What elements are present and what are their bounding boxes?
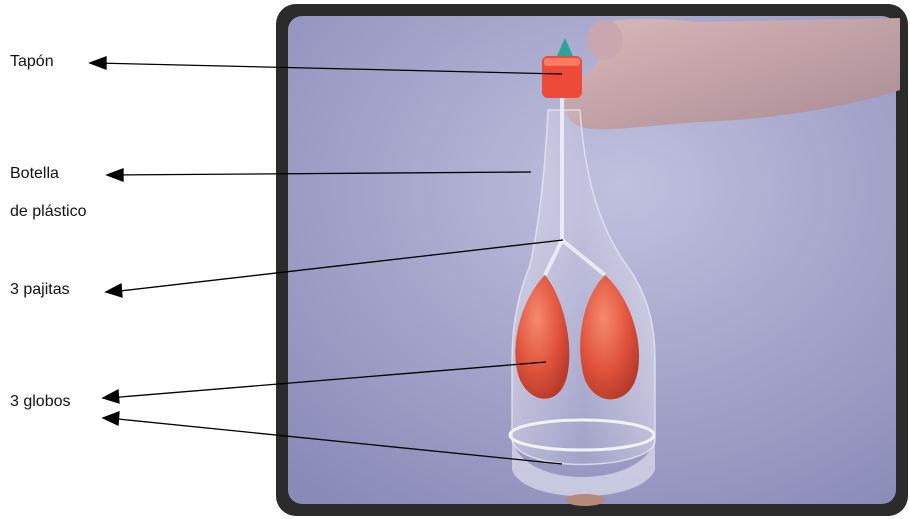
label-tapon: Tapón — [10, 52, 54, 72]
thumb — [587, 20, 623, 60]
label-botella-line2: de plástico — [10, 202, 87, 222]
label-pajitas: 3 pajitas — [10, 280, 70, 300]
label-globos: 3 globos — [10, 392, 71, 412]
arrowhead-pajitas — [106, 284, 122, 297]
cap-highlight — [544, 58, 580, 66]
pull-knot — [565, 494, 605, 506]
label-botella: Botella — [10, 164, 59, 184]
photo-frame — [276, 4, 908, 516]
experiment-photo — [276, 4, 908, 516]
arrowhead-botella — [107, 169, 123, 181]
arrowhead-tapon — [90, 57, 106, 69]
arrowhead-globos-1 — [103, 390, 119, 403]
arrowhead-globos-2 — [103, 412, 119, 425]
